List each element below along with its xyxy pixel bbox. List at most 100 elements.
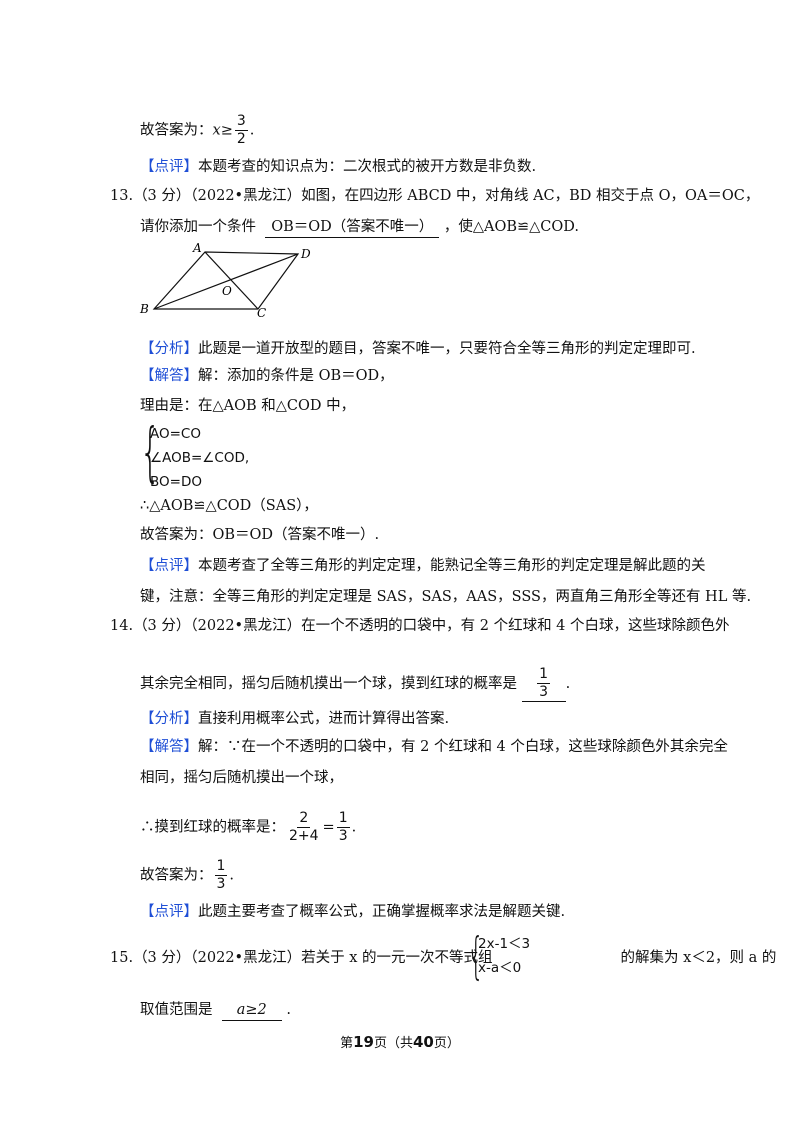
- frac-num: 1: [214, 858, 228, 876]
- system-row: x-a＜0: [478, 960, 522, 976]
- question-number: 14.: [110, 618, 134, 634]
- label-o: O: [222, 284, 232, 298]
- label-b: B: [139, 302, 149, 316]
- diagonal-ac: [204, 251, 259, 310]
- frac-num: 2: [297, 810, 311, 828]
- frac-den: 3: [216, 876, 226, 892]
- footer-text: 第: [340, 1036, 354, 1051]
- question-number: 15.: [110, 950, 134, 966]
- comment-tag: 【点评】: [140, 904, 198, 920]
- frac-den: 2: [236, 131, 246, 147]
- q15-stem-line2: 取值范围是 a≥2 .: [140, 1000, 291, 1021]
- comment-tag: 【点评】: [140, 558, 198, 574]
- q14-solution-line1: 【解答】解：∵在一个不透明的口袋中，有 2 个红球和 4 个白球，这些球除颜色外…: [140, 737, 728, 757]
- page-total: 40: [413, 1033, 434, 1051]
- solution-text: 解：∵在一个不透明的口袋中，有 2 个红球和 4 个白球，这些球除颜色外其余完全: [198, 739, 728, 755]
- question-number: 13.: [110, 188, 134, 204]
- question-score: （3 分）: [133, 188, 191, 204]
- stem-text: .: [286, 1002, 291, 1018]
- prob-label: ∴摸到红球的概率是：: [140, 819, 285, 836]
- label-a: A: [192, 241, 202, 255]
- label-c: C: [257, 306, 266, 320]
- question-stem: 若关于 x 的一元一次不等式组: [301, 950, 493, 966]
- question-source: （2022•黑龙江）: [190, 188, 302, 204]
- stem-text: 请你添加一个条件: [140, 219, 256, 235]
- system-row: 2x-1＜3: [478, 936, 531, 952]
- answer-op: ≥: [220, 122, 233, 139]
- answer-end: .: [229, 867, 235, 884]
- diagonal-bd: [153, 253, 299, 310]
- q13-stem-line2: 请你添加一个条件 OB＝OD（答案不唯一） ，使△AOB≌△COD.: [140, 217, 579, 238]
- q14-stem-line1: 14.（3 分）（2022•黑龙江）在一个不透明的口袋中，有 2 个红球和 4 …: [110, 616, 730, 636]
- comment-text: 本题考查的知识点为：二次根式的被开方数是非负数.: [198, 159, 537, 175]
- frac-num: 3: [234, 113, 248, 131]
- frac-den: 3: [338, 828, 348, 844]
- frac-num: 1: [537, 666, 551, 684]
- frac-num: 1: [336, 810, 350, 828]
- quadrilateral-figure: A D B C O: [139, 241, 311, 320]
- frac-den: 2+4: [289, 828, 319, 844]
- stem-text: 取值范围是: [140, 1002, 213, 1018]
- answer-end: .: [249, 122, 255, 139]
- q13-stem-line1: 13.（3 分）（2022•黑龙江）如图，在四边形 ABCD 中，对角线 AC，…: [110, 186, 759, 206]
- q12-comment: 【点评】本题考查的知识点为：二次根式的被开方数是非负数.: [140, 157, 536, 177]
- footer-text: 页（共: [373, 1036, 413, 1051]
- question-stem: 如图，在四边形 ABCD 中，对角线 AC，BD 相交于点 O，OA＝OC，: [301, 188, 760, 204]
- answer-label: 故答案为：: [140, 122, 213, 139]
- label-d: D: [300, 247, 311, 261]
- analysis-text: 此题是一道开放型的题目，答案不唯一，只要符合全等三角形的判定定理即可.: [198, 341, 696, 357]
- question-score: （3 分）: [133, 950, 191, 966]
- q14-solution-line2: 相同，摇匀后随机摸出一个球，: [140, 770, 343, 786]
- prob-end: .: [351, 819, 357, 836]
- system-row: AO=CO: [150, 426, 201, 442]
- q15-stem-line1: 15.（3 分）（2022•黑龙江）若关于 x 的一元一次不等式组 的解集为 x＜…: [110, 948, 776, 968]
- analysis-tag: 【分析】: [140, 711, 198, 727]
- q13-therefore: ∴△AOB≌△COD（SAS），: [140, 498, 318, 514]
- equals-sign: =: [322, 819, 335, 836]
- q14-comment: 【点评】此题主要考查了概率公式，正确掌握概率求法是解题关键.: [140, 902, 565, 922]
- q14-analysis: 【分析】直接利用概率公式，进而计算得出答案.: [140, 709, 449, 729]
- frac-den: 3: [539, 684, 549, 700]
- comment-text: 此题主要考查了概率公式，正确掌握概率求法是解题关键.: [198, 904, 566, 920]
- solution-tag: 【解答】: [140, 739, 198, 755]
- system-row: BO=DO: [150, 474, 202, 490]
- left-brace: {: [140, 416, 161, 490]
- question-score: （3 分）: [133, 618, 191, 634]
- question-source: （2022•黑龙江）: [190, 950, 302, 966]
- footer-text: 页）: [433, 1036, 460, 1051]
- solution-tag: 【解答】: [140, 368, 198, 384]
- left-brace: {: [468, 927, 484, 985]
- q13-analysis: 【分析】此题是一道开放型的题目，答案不唯一，只要符合全等三角形的判定定理即可.: [140, 339, 696, 359]
- stem-text: ，使△AOB≌△COD.: [443, 219, 579, 235]
- comment-text: 本题考查了全等三角形的判定定理，能熟记全等三角形的判定定理是解此题的关: [198, 558, 706, 574]
- page-footer: 第19页（共40页）: [0, 1032, 800, 1051]
- analysis-text: 直接利用概率公式，进而计算得出答案.: [198, 711, 450, 727]
- answer-label: 故答案为：: [140, 867, 213, 884]
- question-stem: 在一个不透明的口袋中，有 2 个红球和 4 个白球，这些球除颜色外: [301, 618, 730, 634]
- solution-text: 解：添加的条件是 OB＝OD，: [198, 368, 394, 384]
- question-stem: 的解集为 x＜2，则 a 的: [620, 950, 777, 966]
- q13-comment-line1: 【点评】本题考查了全等三角形的判定定理，能熟记全等三角形的判定定理是解此题的关: [140, 556, 706, 576]
- comment-tag: 【点评】: [140, 159, 198, 175]
- q13-solution-line2: 理由是：在△AOB 和△COD 中，: [140, 398, 356, 414]
- answer-var: x: [212, 122, 221, 139]
- page-number: 19: [353, 1033, 374, 1051]
- analysis-tag: 【分析】: [140, 341, 198, 357]
- q13-solution-line1: 【解答】解：添加的条件是 OB＝OD，: [140, 366, 394, 386]
- answer-blank: OB＝OD（答案不唯一）: [265, 217, 440, 238]
- stem-text: .: [565, 676, 571, 692]
- q13-comment-line2: 键，注意：全等三角形的判定定理是 SAS，SAS，AAS，SSS，两直角三角形全…: [140, 589, 752, 605]
- q13-answer: 故答案为：OB＝OD（答案不唯一）.: [140, 527, 380, 543]
- question-source: （2022•黑龙江）: [190, 618, 302, 634]
- answer-blank: a≥2: [221, 1000, 282, 1021]
